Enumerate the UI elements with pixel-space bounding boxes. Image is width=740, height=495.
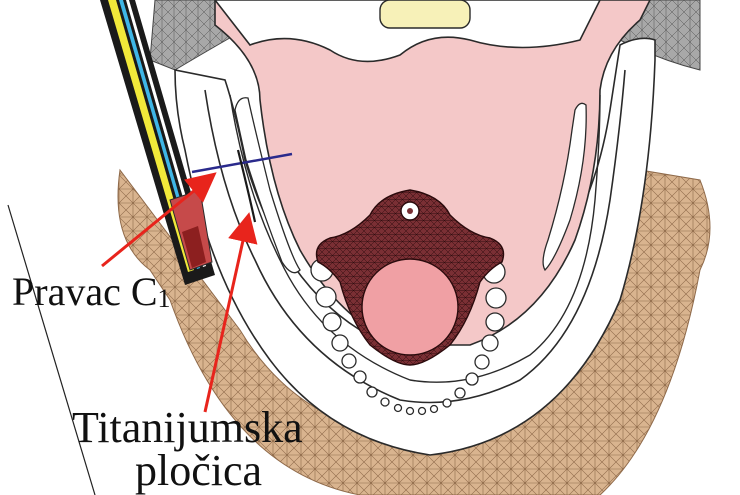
- titanium-plate-label-line2: pločica: [135, 449, 262, 493]
- pravac-subscript: 1: [158, 284, 171, 313]
- tongue-inner-pink: [362, 259, 458, 355]
- pravac-c1-label: Pravac C1: [12, 272, 171, 312]
- upper-yellow-block: [380, 0, 470, 28]
- titanium-plate-label-line1: Titanijumska: [72, 406, 303, 450]
- tongue-top-ring-inner: [407, 208, 413, 214]
